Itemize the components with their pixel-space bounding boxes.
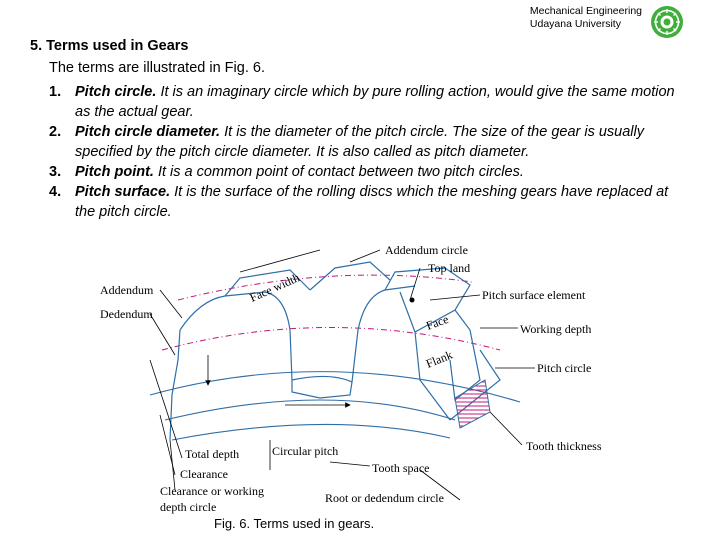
term-name: Pitch circle diameter. [75, 124, 221, 140]
label-pitch-circle: Pitch circle [537, 361, 591, 375]
intro-text: The terms are illustrated in Fig. 6. [49, 60, 265, 76]
list-number: 1. [49, 84, 62, 100]
label-addendum: Addendum [100, 283, 154, 297]
pitch-circle-line [161, 327, 501, 351]
label-clearance: Clearance [180, 467, 228, 481]
label-depth-circle: depth circle [160, 500, 216, 514]
list-number: 3. [49, 164, 62, 180]
inner-rim-line [171, 423, 451, 441]
gear-terms-diagram: Addendum circle Top land Face width Adde… [100, 243, 602, 514]
terms-list: 1. Pitch circle. It is an imaginary circ… [49, 82, 689, 222]
term-name: Pitch point. [75, 164, 154, 180]
list-number: 4. [49, 184, 62, 200]
label-dedendum: Dedendum [100, 307, 153, 321]
list-item: 1. Pitch circle. It is an imaginary circ… [49, 82, 689, 122]
label-face: Face [424, 312, 450, 333]
label-tooth-space: Tooth space [372, 461, 429, 475]
label-flank: Flank [424, 348, 455, 371]
label-addendum-circle: Addendum circle [385, 243, 468, 257]
list-item: 3. Pitch point. It is a common point of … [49, 162, 689, 182]
figure-caption: Fig. 6. Terms used in gears. [214, 516, 375, 531]
gear-teeth [169, 261, 501, 441]
term-name: Pitch circle. [75, 84, 157, 100]
pitch-point-dot [409, 297, 415, 303]
label-top-land: Top land [428, 261, 470, 275]
term-name: Pitch surface. [75, 184, 171, 200]
label-root-circle: Root or dedendum circle [325, 491, 444, 505]
label-clearance-or-working: Clearance or working [160, 484, 264, 498]
root-circle-line [164, 399, 456, 421]
header-affiliation: Mechanical Engineering Udayana Universit… [530, 5, 642, 31]
addendum-circle-line [177, 274, 473, 301]
label-total-depth: Total depth [185, 447, 239, 461]
list-number: 2. [49, 124, 62, 140]
term-description: It is the diameter of the pitch circle. … [75, 124, 645, 160]
label-pitch-surface-element: Pitch surface element [482, 288, 586, 302]
list-item: 2. Pitch circle diameter. It is the diam… [49, 122, 689, 162]
header-university: Udayana University [529, 18, 621, 30]
list-item: 4. Pitch surface. It is the surface of t… [49, 182, 689, 222]
term-description: It is an imaginary circle which by pure … [75, 84, 675, 120]
label-working-depth: Working depth [520, 322, 591, 336]
label-tooth-thickness: Tooth thickness [526, 439, 602, 453]
leader-lines [149, 249, 535, 501]
label-circular-pitch: Circular pitch [272, 444, 338, 458]
header-department: Mechanical Engineering [529, 5, 642, 17]
section-title: 5. Terms used in Gears [30, 38, 189, 54]
term-description: It is a common point of contact between … [157, 164, 524, 180]
term-description: It is the surface of the rolling discs w… [75, 184, 669, 220]
university-logo-icon [651, 6, 683, 38]
